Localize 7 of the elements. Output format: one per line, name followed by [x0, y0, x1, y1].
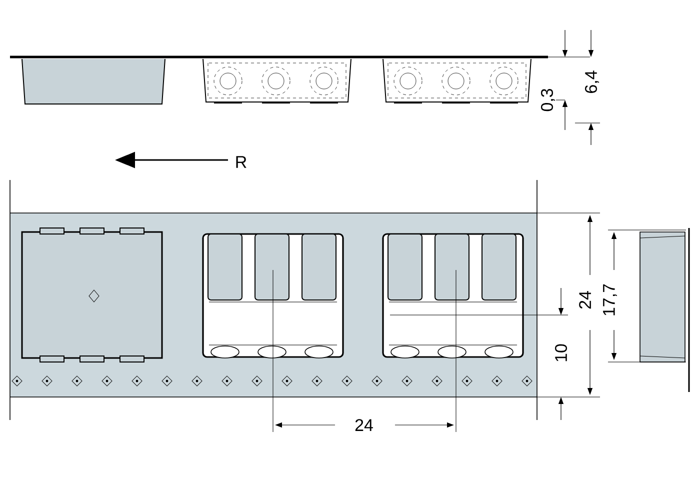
- dimension-label: 0,3: [540, 87, 556, 113]
- direction-label: R: [234, 155, 248, 169]
- dimension-label: 24: [354, 418, 374, 432]
- dimension-label: 17,7: [602, 282, 618, 318]
- dimension-label: 6,4: [584, 69, 600, 95]
- dimension-label: 10: [554, 342, 568, 364]
- dimension-label: 24: [578, 290, 592, 310]
